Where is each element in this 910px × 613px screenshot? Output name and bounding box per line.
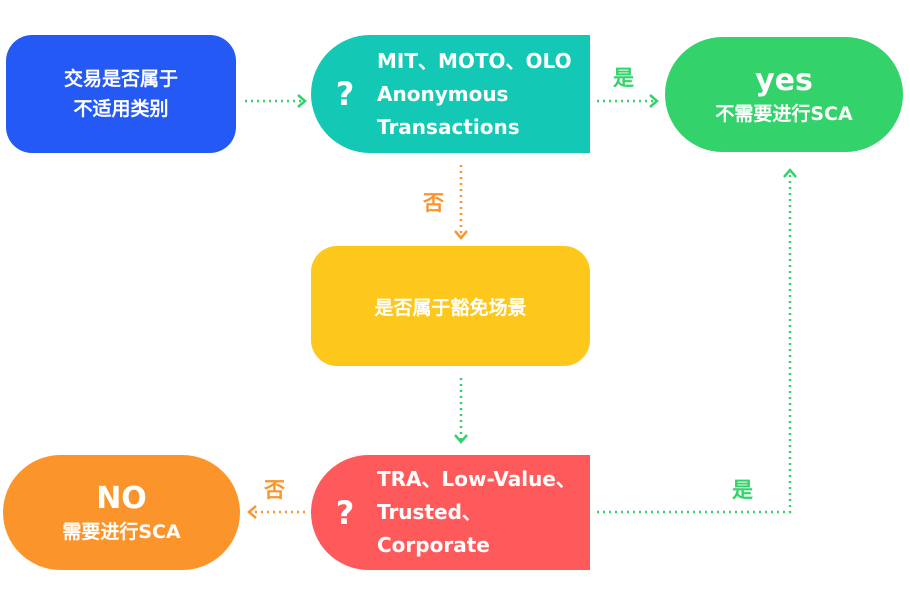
check-exempt-types-node: ? MIT、MOTO、OLO Anonymous Transactions bbox=[311, 35, 590, 153]
start-node: 交易是否属于 不适用类别 bbox=[6, 35, 236, 153]
exemption-question-node: 是否属于豁免场景 bbox=[311, 246, 590, 366]
arrow-exemption-to-check2 bbox=[454, 378, 468, 444]
yes-result-title: yes bbox=[755, 62, 813, 98]
edge-label-top-yes: 是 bbox=[613, 66, 634, 90]
check-exemptions-text: TRA、Low-Value、 Trusted、Corporate bbox=[377, 467, 576, 557]
question-mark-icon: ? bbox=[335, 75, 355, 113]
exemption-question-text: 是否属于豁免场景 bbox=[374, 296, 527, 319]
no-result-subtitle: 需要进行SCA bbox=[62, 520, 181, 543]
yes-result-node: yes 不需要进行SCA bbox=[665, 37, 903, 152]
edge-label-bottom-yes: 是 bbox=[732, 478, 753, 502]
edge-label-top-no: 否 bbox=[423, 191, 444, 215]
start-line-1: 交易是否属于 bbox=[63, 68, 178, 90]
check-exempt-types-text: MIT、MOTO、OLO Anonymous Transactions bbox=[377, 48, 572, 139]
start-line-2: 不适用类别 bbox=[73, 98, 169, 120]
question-mark-icon: ? bbox=[335, 493, 355, 532]
arrow-check2-to-yes bbox=[597, 168, 797, 514]
edge-label-bottom-no: 否 bbox=[264, 478, 285, 502]
yes-result-subtitle: 不需要进行SCA bbox=[715, 102, 853, 125]
arrow-check-to-exemption bbox=[454, 165, 468, 240]
no-result-node: NO 需要进行SCA bbox=[3, 455, 240, 570]
no-result-title: NO bbox=[96, 480, 147, 516]
arrow-check-to-yes bbox=[597, 94, 659, 108]
arrow-start-to-check bbox=[245, 94, 307, 108]
check-exemptions-node: ? TRA、Low-Value、 Trusted、Corporate bbox=[311, 455, 590, 570]
arrow-check2-to-no bbox=[247, 505, 305, 519]
